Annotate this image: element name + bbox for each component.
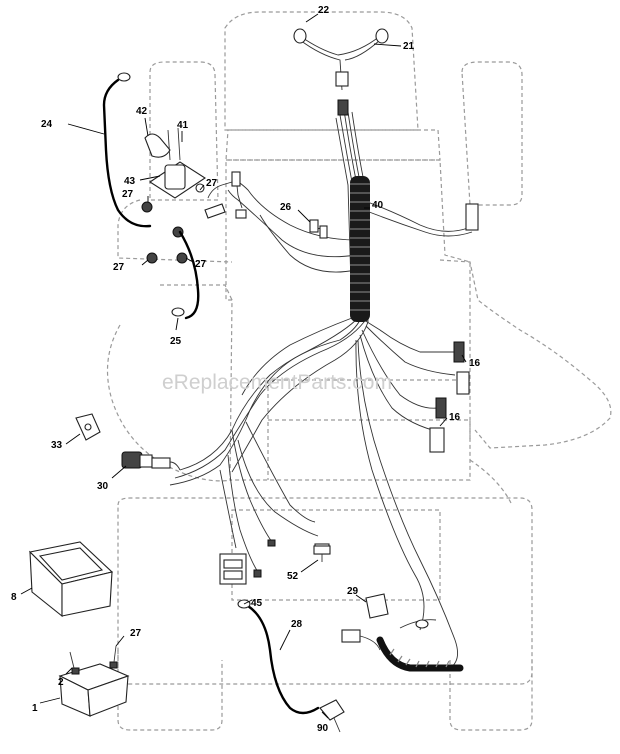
callout-30: 30 xyxy=(97,481,109,492)
callout-27-right: 27 xyxy=(206,178,218,189)
callout-2: 2 xyxy=(58,677,64,688)
ignition-switch xyxy=(121,451,181,471)
conduit-lower xyxy=(376,636,464,672)
callout-27-battery: 27 xyxy=(130,628,142,639)
battery-tray xyxy=(28,541,114,618)
ignition-key xyxy=(75,413,101,441)
watermark-text: eReplacementParts.com xyxy=(162,371,392,394)
callout-52: 52 xyxy=(287,571,299,582)
callout-1: 1 xyxy=(32,703,38,714)
callout-labels: 22 21 42 24 41 43 27 27 40 26 27 27 25 1… xyxy=(11,5,481,734)
battery xyxy=(58,645,130,717)
module xyxy=(219,553,247,585)
callout-25: 25 xyxy=(170,336,182,347)
callout-16-upper: 16 xyxy=(469,358,481,369)
battery-cables xyxy=(102,72,320,715)
callout-27-left: 27 xyxy=(122,189,134,200)
callout-33: 33 xyxy=(51,440,63,451)
callout-22: 22 xyxy=(318,5,330,16)
leader-lines xyxy=(20,13,467,719)
conduit-40 xyxy=(350,176,370,322)
callout-8: 8 xyxy=(11,592,17,603)
callout-16-lower: 16 xyxy=(449,412,461,423)
callout-43: 43 xyxy=(124,176,136,187)
callout-27-lower-left: 27 xyxy=(113,262,125,273)
main-harness xyxy=(169,109,473,669)
callout-40: 40 xyxy=(372,200,384,211)
callout-21: 21 xyxy=(403,41,415,52)
callout-28: 28 xyxy=(291,619,303,630)
connectors xyxy=(204,171,479,578)
callout-90: 90 xyxy=(317,723,329,734)
callout-24: 24 xyxy=(41,119,53,130)
fuse-holder xyxy=(313,545,331,562)
lower-parts xyxy=(319,593,437,733)
callout-41: 41 xyxy=(177,120,189,131)
solenoid-assembly xyxy=(141,127,207,264)
callout-45: 45 xyxy=(251,598,263,609)
callout-27-lower-right: 27 xyxy=(195,259,207,270)
callout-26: 26 xyxy=(280,202,292,213)
callout-29: 29 xyxy=(347,586,359,597)
headlight-harness xyxy=(293,28,389,116)
callout-42: 42 xyxy=(136,106,148,117)
